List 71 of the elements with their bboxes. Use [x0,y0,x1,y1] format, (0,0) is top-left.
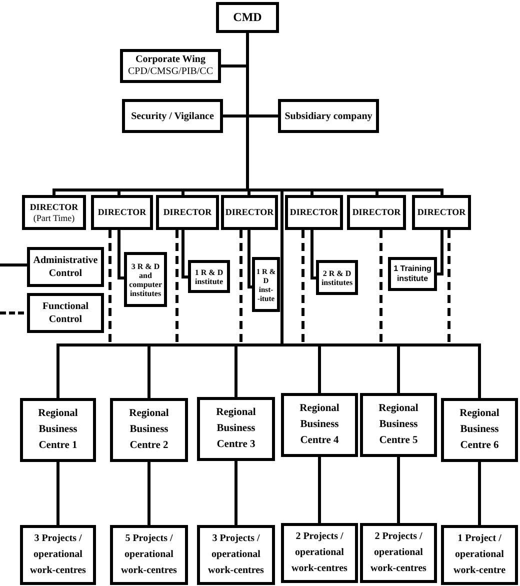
institute-label: 1 R & D institute [194,268,224,286]
project-count-label: 5 Projects / operational work-centres [120,532,178,578]
project-count-label: 2 Projects / operational work-centres [370,530,428,576]
connector-line [148,462,150,525]
director-box [347,195,406,230]
part-time-note: (Part Time) [33,212,75,224]
institute-label: 1 Training institute [392,264,432,284]
institute-box [252,257,280,312]
director-box [221,195,278,230]
office-name: Subsidiary company [284,110,372,122]
centre-name: Regional Business Centre 1 [37,407,79,453]
director-box [22,195,86,230]
project-count-label: 1 Project / operational work-centre [452,532,507,578]
director-title: DIRECTOR [290,207,338,218]
regional-centre-box [441,398,518,462]
centre-name: Regional Business Centre 2 [128,407,170,453]
legend-label: Administrative Control [32,254,99,280]
project-box [441,525,518,585]
director-box [156,195,219,230]
director-title: DIRECTOR [225,207,274,218]
regional-centre-box [20,398,96,462]
regional-centre-box [197,397,275,461]
connector-line [118,230,124,280]
director-title: DIRECTOR [98,207,146,218]
office-name: Corporate Wing [136,54,206,66]
regional-centre-box [110,398,188,462]
connector-line [437,230,444,276]
project-box [20,525,96,585]
office-box [122,99,223,133]
institute-box [388,257,437,291]
project-box [110,525,188,585]
connector-line [248,230,252,288]
director-title: DIRECTOR [163,207,212,218]
institute-box [124,252,167,307]
centre-name: Regional Business Centre 6 [458,407,500,453]
office-box [120,49,221,83]
legend-label: Functional Control [41,300,90,326]
connector-line [310,230,316,280]
project-box [360,523,437,583]
director-box [285,195,343,230]
office-box [278,99,379,133]
regional-centre-box [281,393,358,457]
office-name: Security / Vigilance [131,110,214,122]
institute-box [188,260,230,293]
connector-line [182,230,188,278]
connector-line [478,462,481,525]
centre-name: Regional Business Centre 4 [298,402,340,448]
centre-name: Regional Business Centre 3 [215,406,257,452]
project-count-label: 2 Projects / operational work-centres [290,530,348,576]
director-title: DIRECTOR [30,202,78,212]
connector-line [234,461,238,525]
connector-line [318,457,321,523]
connector-line [397,457,400,523]
project-count-label: 3 Projects / operational work-centres [29,532,87,578]
project-box [197,525,275,585]
director-box [91,195,153,230]
regional-centre-box [360,393,437,457]
institute-box [316,260,358,295]
project-box [281,523,358,583]
institute-label: 2 R & D institutes [320,268,354,286]
institute-label: 3 R & D and computer institutes [128,262,163,298]
executive-box [216,2,279,33]
executive-title: CMD [233,10,262,25]
director-title: DIRECTOR [352,207,401,218]
unit-list: CPD/CMSG/PIB/CC [128,66,214,78]
project-count-label: 3 Projects / operational work-centres [207,532,265,578]
connector-line [56,32,481,400]
director-box [412,195,471,230]
connector-line [56,462,60,525]
director-title: DIRECTOR [417,207,466,218]
centre-name: Regional Business Centre 5 [378,402,420,448]
